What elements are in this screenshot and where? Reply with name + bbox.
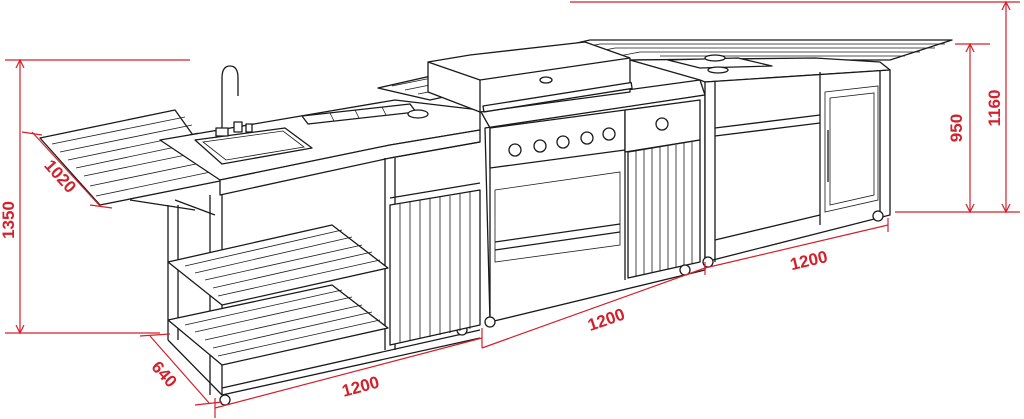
grill-module bbox=[427, 41, 706, 328]
cabinet-module bbox=[629, 54, 891, 268]
label-total-height: 1350 bbox=[0, 201, 18, 239]
kitchen-drawing bbox=[39, 39, 953, 406]
dimension-counter-height bbox=[895, 42, 990, 214]
dimension-depth-with-board bbox=[21, 131, 113, 209]
label-counter-height: 950 bbox=[947, 114, 966, 142]
sink-module bbox=[159, 65, 481, 406]
dimension-depth bbox=[139, 333, 223, 406]
dimension-module-1 bbox=[214, 328, 483, 418]
label-board-height: 1160 bbox=[985, 90, 1004, 127]
label-module-3-width: 1200 bbox=[788, 247, 829, 274]
label-module-1-width: 1200 bbox=[340, 373, 381, 401]
dimension-module-2 bbox=[481, 262, 706, 349]
dimension-total-height bbox=[5, 58, 190, 335]
label-depth: 640 bbox=[148, 357, 181, 391]
dimension-lines bbox=[5, 0, 1020, 418]
dimension-board-height bbox=[570, 0, 1020, 214]
dimension-module-3 bbox=[704, 218, 889, 269]
